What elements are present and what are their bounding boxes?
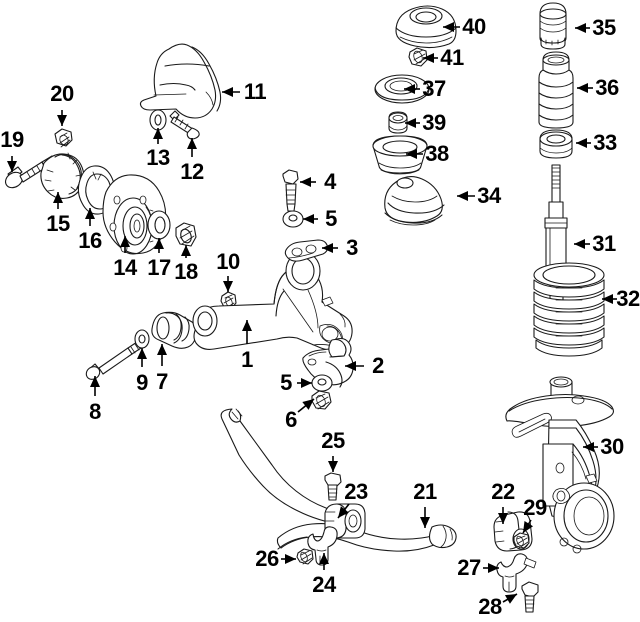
part-bracket-bolt-left (324, 472, 342, 501)
callout-number-wheel-hub[interactable]: 14 (113, 255, 137, 280)
callout-number-bracket-bolt-right[interactable]: 28 (478, 594, 502, 619)
part-bracket-nut-right (513, 532, 530, 549)
callout-number-stabilizer-bracket-right[interactable]: 27 (457, 555, 481, 580)
callout-number-hub-washer[interactable]: 17 (147, 255, 171, 280)
callout-number-ball-joint-retainer-plate[interactable]: 3 (346, 235, 358, 260)
callout-number-bearing-snap-ring[interactable]: 16 (78, 228, 102, 253)
callout-number-stabilizer-bar[interactable]: 21 (413, 479, 437, 504)
callout-number-steering-knuckle[interactable]: 30 (600, 434, 624, 459)
callout-number-bump-stop[interactable]: 35 (592, 15, 616, 40)
part-strut-mount-spacer (372, 135, 428, 175)
part-bracket-bolt-right (521, 581, 539, 613)
part-spring-seat-upper (539, 129, 573, 159)
part-control-arm-bushing (151, 311, 197, 349)
part-shield-washer (149, 109, 167, 131)
part-washer-upper (282, 210, 304, 228)
part-strut-rod-nut (408, 47, 428, 67)
part-control-arm-bolt (85, 339, 145, 380)
part-mounting-bolt (282, 169, 299, 212)
callout-number-control-arm-bushing[interactable]: 7 (156, 369, 168, 394)
part-housing-nut (54, 128, 73, 148)
callout-number-control-arm-nut[interactable]: 10 (216, 249, 240, 274)
callout-number-housing-nut[interactable]: 20 (50, 81, 74, 106)
part-brake-splash-shield (139, 43, 222, 119)
callout-number-strut-mount-collar[interactable]: 39 (422, 110, 446, 135)
callout-number-washer-lower[interactable]: 5 (280, 370, 292, 395)
callout-number-dust-boot[interactable]: 36 (595, 75, 619, 100)
part-shield-bolt (169, 110, 200, 140)
part-dust-boot (538, 51, 574, 129)
callout-number-strut-mount-bearing-plate[interactable]: 34 (477, 183, 501, 208)
part-hub-bearing-housing (40, 152, 85, 199)
part-coil-spring (533, 262, 605, 357)
part-axle-nut (175, 222, 197, 247)
callout-number-shield-bolt[interactable]: 12 (180, 159, 204, 184)
callout-number-housing-bolt[interactable]: 19 (0, 127, 24, 152)
part-strut-mount-collar (388, 111, 408, 134)
callout-number-coil-spring[interactable]: 32 (616, 286, 640, 311)
callout-number-lower-control-arm[interactable]: 1 (241, 347, 253, 372)
callout-number-mounting-bolt[interactable]: 4 (324, 169, 336, 194)
part-hub-washer (147, 210, 171, 240)
callout-number-lock-nut[interactable]: 6 (285, 407, 297, 432)
part-lock-nut (311, 390, 332, 410)
callout-number-axle-nut[interactable]: 18 (174, 259, 198, 284)
part-bracket-nut-left (296, 548, 314, 565)
callout-number-stabilizer-bushing-right[interactable]: 22 (491, 479, 515, 504)
part-upper-strut-mount (395, 5, 457, 49)
part-washer-lower (311, 374, 333, 392)
part-ball-joint-retainer-plate (284, 239, 329, 262)
callout-number-control-arm-bolt[interactable]: 8 (89, 399, 101, 424)
callout-number-lower-ball-joint[interactable]: 2 (372, 353, 384, 378)
callout-number-stabilizer-bushing-left[interactable]: 23 (344, 479, 368, 504)
callout-number-bracket-nut-right[interactable]: 29 (523, 495, 547, 520)
callout-number-bracket-bolt-left[interactable]: 25 (321, 428, 345, 453)
callout-number-washer-upper[interactable]: 5 (325, 206, 337, 231)
part-strut-mount-bearing (374, 74, 430, 104)
callout-number-shield-washer[interactable]: 13 (146, 145, 170, 170)
part-bushing-washer (134, 329, 150, 349)
callout-number-bracket-nut-left[interactable]: 26 (255, 546, 279, 571)
callout-number-strut-mount-spacer[interactable]: 38 (425, 141, 449, 166)
callout-number-strut-rod-nut[interactable]: 41 (440, 45, 464, 70)
callout-number-hub-bearing-housing[interactable]: 15 (46, 211, 70, 236)
callout-number-bushing-washer[interactable]: 9 (136, 370, 148, 395)
callout-number-stabilizer-bracket-left[interactable]: 24 (312, 572, 336, 597)
callout-number-strut-mount-bearing[interactable]: 37 (422, 76, 446, 101)
part-strut-mount-bearing-plate (384, 176, 445, 226)
callout-number-brake-splash-shield[interactable]: 11 (243, 79, 267, 104)
part-stabilizer-bracket-right (496, 553, 537, 593)
callout-number-strut-shock-absorber[interactable]: 31 (592, 231, 616, 256)
part-bump-stop (539, 2, 567, 50)
callout-number-spring-seat-upper[interactable]: 33 (593, 130, 617, 155)
callout-number-upper-strut-mount[interactable]: 40 (462, 14, 486, 39)
